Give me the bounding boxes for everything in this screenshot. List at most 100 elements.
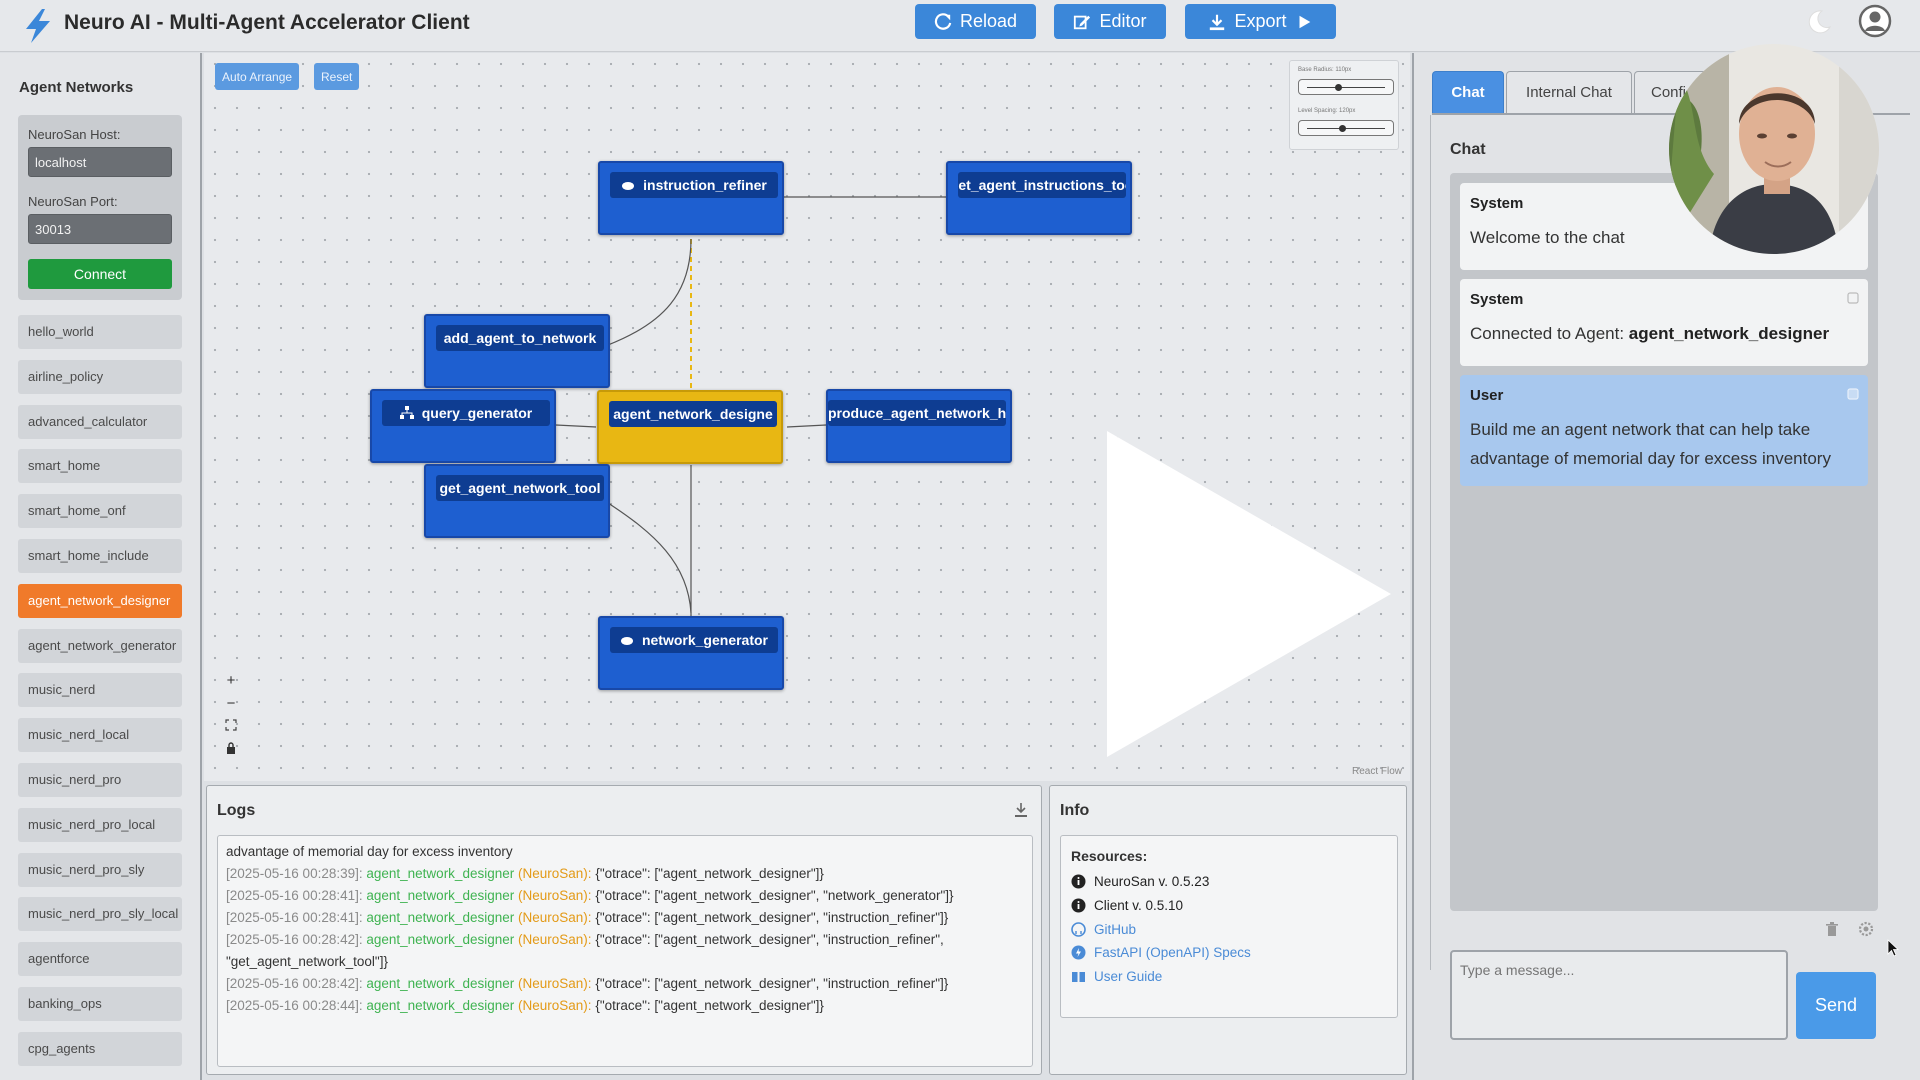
zoom-out-button[interactable]: − [226,695,236,712]
level-spacing-label: Level Spacing: 120px [1298,108,1356,114]
message-input[interactable] [1450,950,1788,1040]
agent-network-item[interactable]: cpg_agents [18,1031,182,1066]
github-link[interactable]: GitHub [1094,922,1137,937]
agent-network-item[interactable]: agent_network_designer [18,583,182,618]
log-line-continuation: "get_agent_network_tool"]} [226,954,388,969]
agent-network-item[interactable]: hello_world [18,315,182,349]
send-button[interactable]: Send [1796,972,1876,1039]
export-button[interactable]: Export [1185,4,1336,39]
info-icon [1071,874,1086,889]
log-agent-name: agent_network_designer [366,910,515,925]
info-panel: Info Resources: NeuroSan v. 0.5.23 Clien… [1049,785,1407,1075]
log-timestamp: [2025-05-16 00:28:42]: [226,976,363,991]
slider-thumb[interactable] [1335,84,1342,91]
copy-icon[interactable] [1846,387,1860,401]
node-header: agent_network_designe [609,401,777,427]
video-play-icon[interactable] [1107,431,1391,757]
auto-arrange-button[interactable]: Auto Arrange [215,63,300,90]
port-input[interactable] [28,214,172,244]
agent-network-list: hello_world airline_policy advanced_calcul… [18,315,182,1080]
log-agent-name: agent_network_designer [366,888,515,903]
agent-network-item[interactable]: music_nerd_pro [18,762,182,797]
user-guide-link[interactable]: User Guide [1094,969,1163,984]
base-radius-label: Base Radius: 110px [1298,67,1352,73]
fastapi-link-row[interactable]: FastAPI (OpenAPI) Specs [1071,945,1251,960]
neurosan-version-row: NeuroSan v. 0.5.23 [1071,874,1209,889]
node-label: produce_agent_network_hoc [828,405,1006,421]
moon-icon[interactable] [1805,8,1833,36]
agent-network-item[interactable]: agentforce [18,942,182,977]
github-link-row[interactable]: GitHub [1071,922,1136,937]
user-guide-link-row[interactable]: User Guide [1071,969,1162,984]
lock-button[interactable] [220,738,242,761]
log-timestamp: [2025-05-16 00:28:42]: [226,932,363,947]
agent-network-item[interactable]: music_nerd_pro_sly [18,852,182,887]
node-produce-agent-network-hocon[interactable]: produce_agent_network_hoc [826,389,1012,463]
agent-network-item[interactable]: music_nerd_pro_sly_local [18,897,182,932]
agent-network-item[interactable]: airline_policy [18,359,182,394]
agent-network-item[interactable]: music_nerd_pro_local [18,807,182,842]
log-line: [2025-05-16 00:28:44]: agent_network_des… [226,995,1024,1017]
node-header: set_agent_instructions_too [958,172,1126,198]
agent-network-item[interactable]: music_nerd [18,673,182,708]
settings-icon[interactable] [1858,921,1874,937]
agent-network-item[interactable]: smart_home_onf [18,494,182,529]
account-icon[interactable] [1858,4,1892,38]
host-input[interactable] [28,147,172,177]
node-get-agent-network-tool[interactable]: get_agent_network_tool [424,464,610,538]
node-network-generator[interactable]: network_generator [598,616,784,690]
node-agent-network-designer[interactable]: agent_network_designe [597,390,783,464]
level-spacing-slider[interactable] [1298,120,1394,136]
node-header: query_generator [382,400,550,426]
agent-network-item[interactable]: banking_ops [18,986,182,1021]
copy-icon[interactable] [1846,291,1860,305]
editor-label: Editor [1099,11,1147,31]
log-output[interactable]: advantage of memorial day for excess inv… [217,835,1033,1067]
lightning-logo-icon [26,9,50,43]
reload-button[interactable]: Reload [915,4,1036,39]
node-add-agent-to-network[interactable]: add_agent_to_network [424,314,610,388]
sidebar-heading: Agent Networks [19,79,134,96]
slider-thumb[interactable] [1339,125,1346,132]
base-radius-slider[interactable] [1298,79,1394,95]
log-timestamp: [2025-05-16 00:28:39]: [226,866,363,881]
log-timestamp: [2025-05-16 00:28:41]: [226,910,363,925]
message-role: System [1470,195,1524,212]
log-agent-name: agent_network_designer [366,932,515,947]
client-version: Client v. 0.5.10 [1094,898,1184,913]
download-logs-icon[interactable] [1013,802,1029,818]
tab-internal-chat[interactable]: Internal Chat [1506,71,1632,113]
clear-chat-icon[interactable] [1824,921,1840,937]
fit-view-button[interactable] [220,715,242,738]
node-label: instruction_refiner [643,177,767,193]
log-message: {"otrace": ["agent_network_designer", "i… [595,932,944,947]
editor-button[interactable]: Editor [1054,4,1166,39]
info-icon [1071,898,1086,913]
log-source: (NeuroSan): [518,866,592,881]
download-icon [1210,14,1225,30]
network-graph-canvas[interactable]: Auto Arrange Reset Base Radius: 110px Le… [204,53,1410,781]
node-set-agent-instructions-tool[interactable]: set_agent_instructions_too [946,161,1132,235]
tabs-divider [1432,113,1910,115]
edge [786,424,827,428]
tab-chat[interactable]: Chat [1432,71,1504,113]
agent-network-item[interactable]: music_nerd_local [18,718,182,753]
message-list[interactable]: System Welcome to the chat System Connec… [1450,173,1899,957]
node-instruction-refiner[interactable]: instruction_refiner [598,161,784,235]
message-role: System [1470,291,1524,308]
node-label: add_agent_to_network [443,330,597,346]
reset-button[interactable]: Reset [314,63,360,90]
agent-network-item[interactable]: advanced_calculator [18,404,182,439]
node-label: set_agent_instructions_too [958,177,1126,193]
fastapi-link[interactable]: FastAPI (OpenAPI) Specs [1094,945,1251,960]
agent-network-item[interactable]: smart_home_include [18,538,182,573]
agent-network-item[interactable]: smart_home [18,449,182,484]
log-line: [2025-05-16 00:28:41]: agent_network_des… [226,885,1024,907]
connect-button[interactable]: Connect [28,259,172,289]
refresh-icon [934,12,952,30]
agent-network-item[interactable]: agent_network_generator [18,628,182,663]
node-query-generator[interactable]: query_generator [370,389,556,463]
zoom-in-button[interactable]: + [226,672,236,689]
export-label: Export [1234,11,1287,31]
reload-label: Reload [959,11,1018,31]
